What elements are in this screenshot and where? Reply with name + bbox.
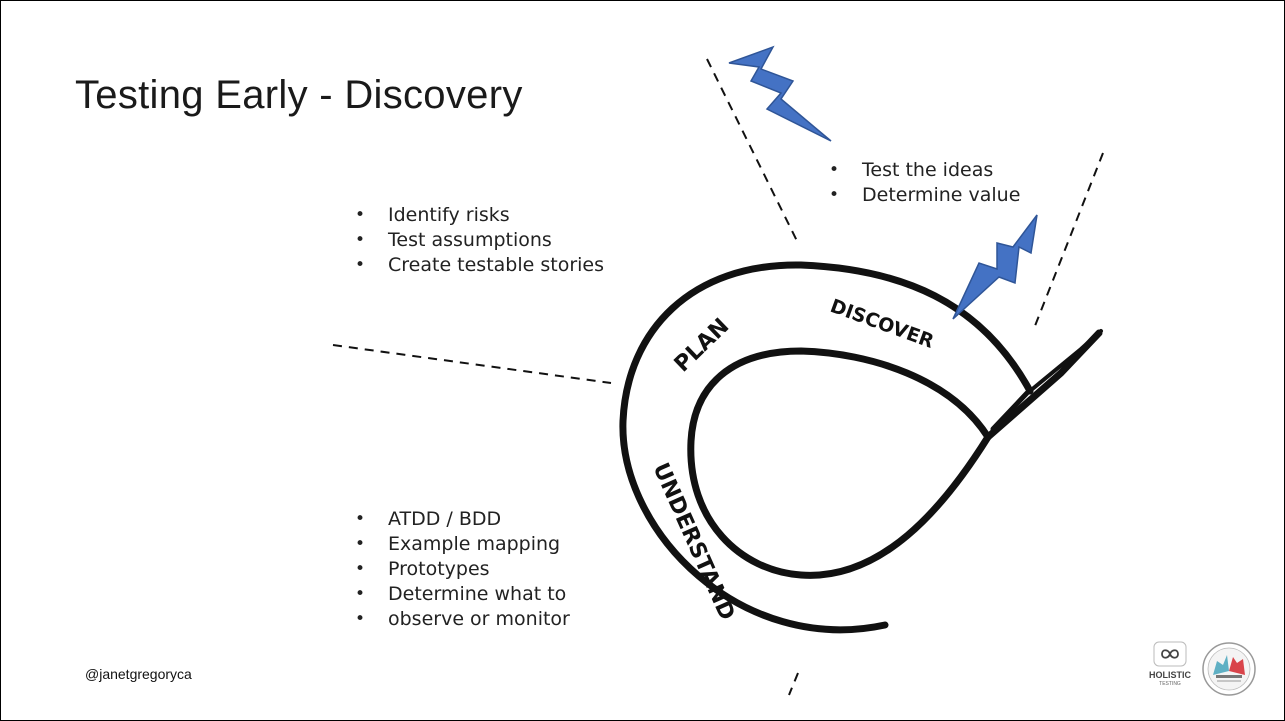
list-item: Test the ideas <box>827 158 1020 183</box>
author-handle: @janetgregoryca <box>85 666 192 682</box>
list-item: Identify risks <box>353 203 604 228</box>
infinity-icon <box>1153 641 1187 667</box>
holistic-logo-sublabel: TESTING <box>1159 681 1181 687</box>
list-item: Prototypes <box>353 557 570 582</box>
holistic-logo-label: HOLISTIC <box>1149 670 1191 680</box>
divider-plan-understand <box>332 344 612 384</box>
lightning-discover-icon <box>952 214 1038 320</box>
list-item-continuation: observe or monitor <box>353 607 570 632</box>
slide-title: Testing Early - Discovery <box>75 73 523 117</box>
divider-bottom <box>788 672 799 696</box>
loop-exit-outer <box>1028 329 1103 393</box>
plan-bullet-list: Identify risks Test assumptions Create t… <box>353 203 604 278</box>
loop-inner-edge <box>687 347 992 579</box>
lightning-top-icon <box>728 45 832 142</box>
holistic-testing-logo: HOLISTIC TESTING <box>1146 641 1194 699</box>
stage-label-discover: DISCOVER <box>827 295 937 353</box>
list-item: Determine what to <box>353 582 570 607</box>
divider-discover-right <box>1032 152 1104 332</box>
loop-divider <box>990 390 1030 432</box>
divider-discover-left <box>706 58 800 246</box>
loop-outer-edge <box>619 261 1034 634</box>
list-item: Determine value <box>827 183 1020 208</box>
list-item: Example mapping <box>353 532 570 557</box>
understand-bullet-list: ATDD / BDD Example mapping Prototypes De… <box>353 507 570 632</box>
agile-testing-fellowship-logo <box>1201 641 1257 697</box>
list-item: ATDD / BDD <box>353 507 570 532</box>
stage-label-plan: PLAN <box>670 314 735 378</box>
list-item: Create testable stories <box>353 253 604 278</box>
agile-testing-fellowship-badge-icon <box>1202 642 1256 696</box>
list-item: Test assumptions <box>353 228 604 253</box>
discover-bullet-list: Test the ideas Determine value <box>827 158 1020 208</box>
